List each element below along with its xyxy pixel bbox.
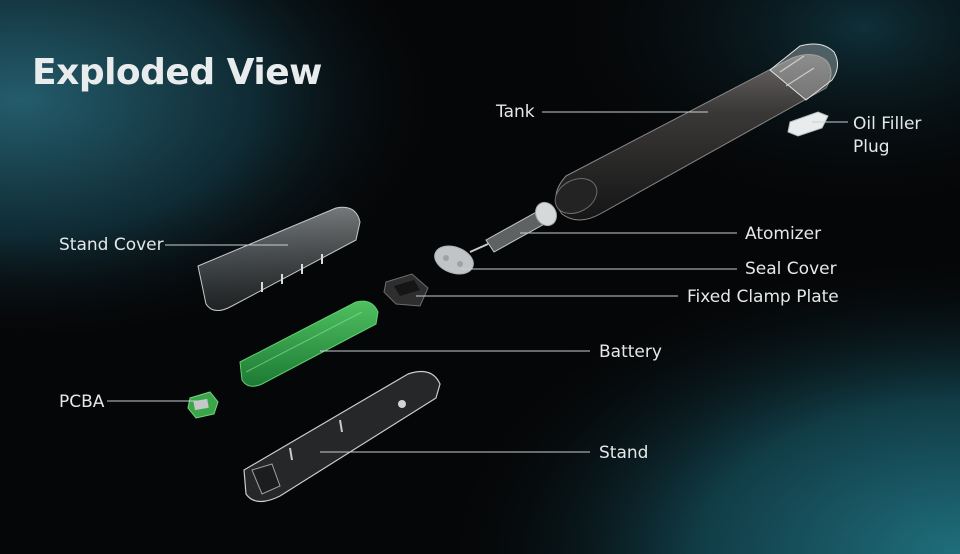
page-title: Exploded View	[32, 52, 322, 93]
label-battery: Battery	[599, 342, 662, 362]
fixed-clamp-plate-part	[383, 273, 429, 307]
label-oil-filler-plug-line1: Oil Filler	[853, 114, 922, 134]
label-pcba: PCBA	[59, 392, 105, 412]
label-stand-cover: Stand Cover	[59, 235, 164, 255]
label-stand: Stand	[599, 443, 649, 463]
leader-lines	[107, 111, 848, 453]
atomizer-part	[469, 201, 557, 253]
pcba-part	[187, 391, 219, 419]
seal-cover-part	[434, 245, 474, 275]
tank-part	[554, 43, 838, 221]
label-seal-cover: Seal Cover	[745, 259, 837, 279]
stand-cover-part	[197, 206, 361, 311]
battery-part	[239, 300, 379, 387]
stand-part	[243, 371, 441, 503]
oil-filler-plug-part	[787, 111, 829, 137]
label-oil-filler-plug-line2: Plug	[853, 137, 890, 157]
label-atomizer: Atomizer	[745, 224, 822, 244]
label-tank: Tank	[496, 102, 535, 122]
label-fixed-clamp-plate: Fixed Clamp Plate	[687, 287, 839, 307]
